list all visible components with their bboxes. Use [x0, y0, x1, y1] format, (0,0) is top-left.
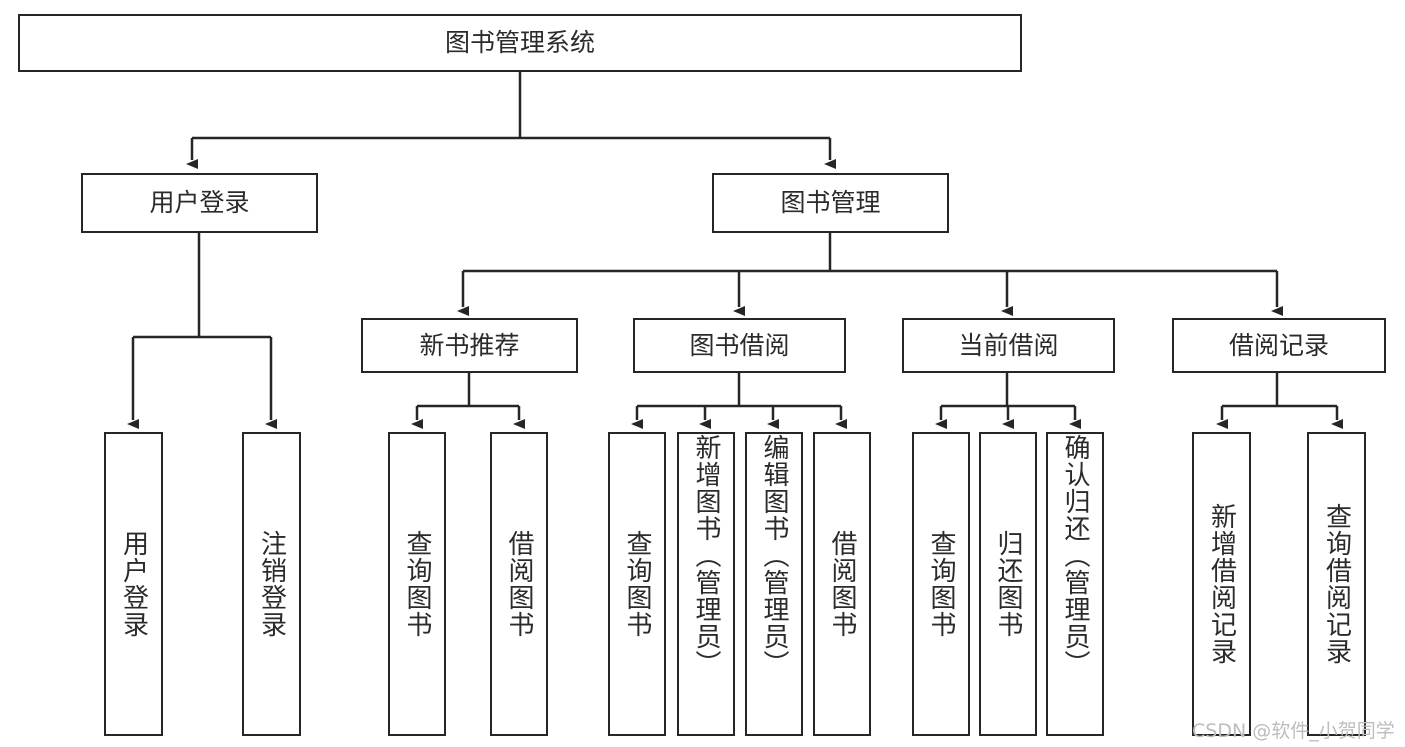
node-new-book-rec[interactable]: 新书推荐	[361, 318, 578, 373]
node-new-book-rec-label: 新书推荐	[419, 330, 520, 360]
node-book-borrow[interactable]: 图书借阅	[633, 318, 846, 373]
node-root-label: 图书管理系统	[444, 28, 595, 58]
node-leaf-edit-book-label: 编辑图书（管理员）	[759, 434, 789, 677]
node-leaf-query-book-2[interactable]: 查询图书	[608, 432, 666, 736]
node-leaf-add-record[interactable]: 新增借阅记录	[1192, 432, 1251, 736]
node-book-borrow-label: 图书借阅	[689, 330, 790, 360]
node-leaf-borrow-book-1[interactable]: 借阅图书	[490, 432, 548, 736]
node-leaf-query-record-label: 查询借阅记录	[1321, 503, 1352, 665]
node-leaf-add-book[interactable]: 新增图书（管理员）	[677, 432, 735, 736]
node-leaf-return-book[interactable]: 归还图书	[979, 432, 1037, 736]
node-leaf-query-book-3[interactable]: 查询图书	[912, 432, 970, 736]
node-root[interactable]: 图书管理系统	[18, 14, 1022, 72]
node-leaf-user-login[interactable]: 用户登录	[104, 432, 163, 736]
node-leaf-query-book-3-label: 查询图书	[926, 530, 956, 638]
node-current-borrow-label: 当前借阅	[958, 330, 1059, 360]
node-book-manage-label: 图书管理	[780, 188, 881, 218]
node-current-borrow[interactable]: 当前借阅	[902, 318, 1115, 373]
node-leaf-confirm-return[interactable]: 确认归还（管理员）	[1046, 432, 1104, 736]
node-leaf-query-book-1-label: 查询图书	[402, 530, 432, 638]
node-leaf-query-record[interactable]: 查询借阅记录	[1307, 432, 1366, 736]
node-leaf-logout-label: 注销登录	[256, 530, 287, 638]
node-leaf-query-book-2-label: 查询图书	[622, 530, 652, 638]
node-leaf-add-record-label: 新增借阅记录	[1206, 503, 1237, 665]
connector-lines	[127, 72, 1343, 429]
node-leaf-add-book-label: 新增图书（管理员）	[691, 434, 721, 677]
node-leaf-confirm-return-label: 确认归还（管理员）	[1060, 434, 1090, 677]
node-user-login[interactable]: 用户登录	[81, 173, 318, 233]
node-borrow-record[interactable]: 借阅记录	[1172, 318, 1386, 373]
node-book-manage[interactable]: 图书管理	[712, 173, 949, 233]
node-user-login-label: 用户登录	[149, 188, 250, 218]
node-leaf-borrow-book-2[interactable]: 借阅图书	[813, 432, 871, 736]
node-leaf-logout[interactable]: 注销登录	[242, 432, 301, 736]
node-borrow-record-label: 借阅记录	[1228, 330, 1329, 360]
node-leaf-edit-book[interactable]: 编辑图书（管理员）	[745, 432, 803, 736]
node-leaf-borrow-book-1-label: 借阅图书	[504, 530, 534, 638]
node-leaf-borrow-book-2-label: 借阅图书	[827, 530, 857, 638]
node-leaf-query-book-1[interactable]: 查询图书	[388, 432, 446, 736]
node-leaf-user-login-label: 用户登录	[118, 530, 149, 638]
node-leaf-return-book-label: 归还图书	[993, 530, 1023, 638]
